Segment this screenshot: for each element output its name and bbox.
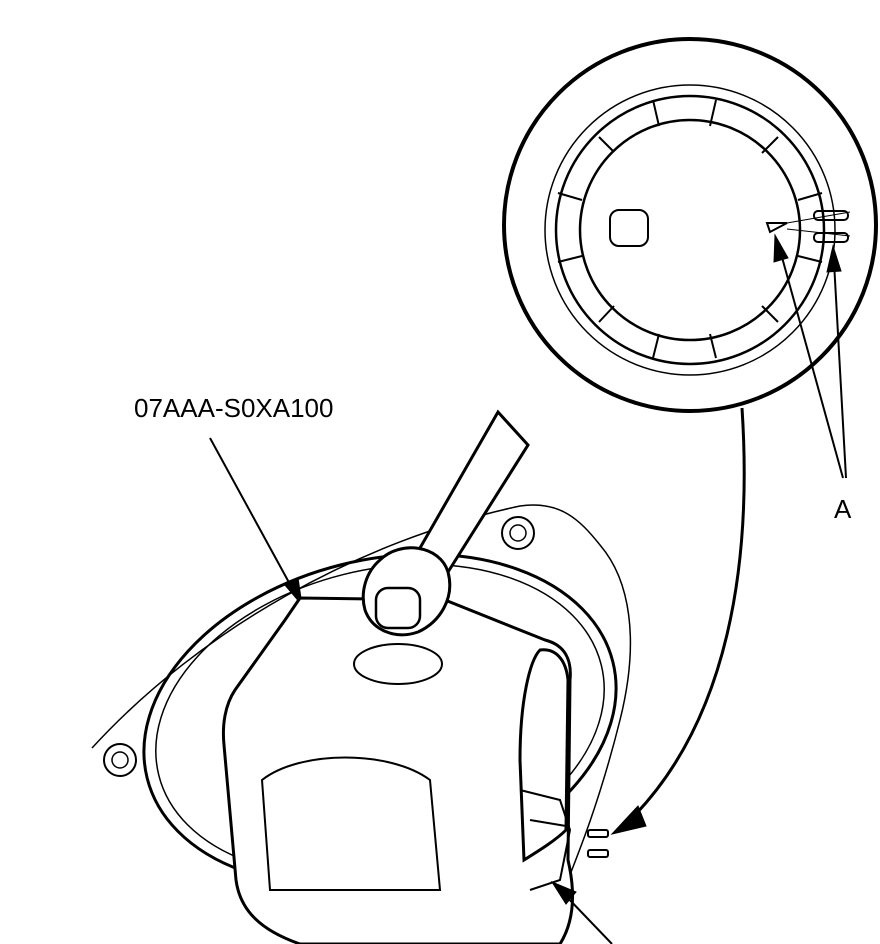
socket-base [353, 643, 443, 685]
wrench-socket [374, 586, 422, 630]
tank-mounting-flange-outline [91, 504, 632, 901]
lock-nut-inner-ring [554, 94, 826, 366]
flange-bolt-left [103, 743, 137, 777]
detail-inset-top-view [502, 37, 878, 413]
tank-alignment-mark-lower [813, 232, 849, 243]
inset-outer-circle [502, 37, 878, 413]
tank-alignment-mark-upper [813, 210, 849, 221]
pump-alignment-triangle [765, 222, 788, 234]
lock-nut-outer-ring [544, 84, 836, 376]
inset-callout-arrow [610, 407, 746, 835]
alignment-marks-label: A [834, 494, 852, 524]
special-tool-label: 07AAA-S0XA100 [134, 393, 333, 423]
flange-bolt-right [501, 516, 535, 550]
tool-handle-arm [518, 648, 570, 863]
lock-nut-leader [550, 880, 613, 944]
tool-inner-cutout [260, 756, 442, 891]
torque-wrench [353, 409, 530, 685]
tank-alignment-marks-main [587, 829, 609, 858]
tool-label-leader [209, 437, 303, 607]
label-a-leaders [773, 233, 847, 479]
connector-socket [609, 209, 649, 247]
lock-nut-tabs [557, 99, 823, 359]
lock-nut-side [519, 789, 572, 891]
special-tool-wrench [221, 596, 575, 944]
